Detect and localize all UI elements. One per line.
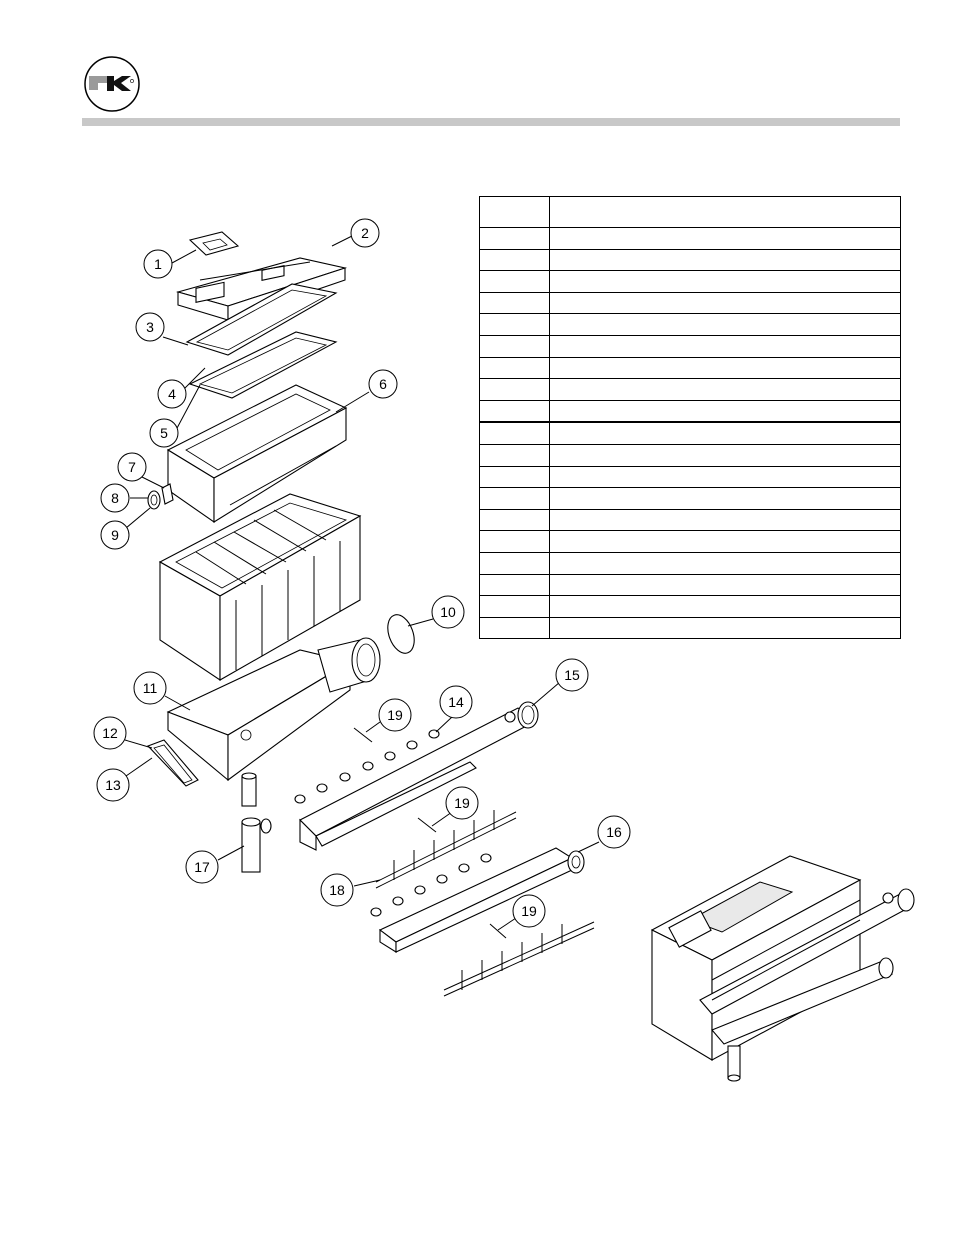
callout-19: 19 — [378, 698, 412, 732]
part-bottom-tray — [166, 637, 381, 782]
svg-text:4: 4 — [168, 386, 176, 402]
callout-1: 1 — [143, 249, 173, 279]
callout-8: 8 — [100, 483, 130, 513]
callout-6: 6 — [368, 369, 398, 399]
part-o-ring — [387, 614, 415, 654]
part-o-ring-row-lower — [370, 853, 492, 917]
part-gasket-lower — [188, 331, 338, 399]
svg-text:6: 6 — [379, 376, 387, 392]
svg-text:16: 16 — [606, 824, 622, 840]
part-o-ring-row — [294, 729, 440, 804]
svg-text:15: 15 — [564, 667, 580, 683]
callout-10: 10 — [431, 595, 465, 629]
svg-text:19: 19 — [521, 903, 537, 919]
part-upper-manifold — [299, 701, 539, 851]
part-bracket-rail-lower — [443, 921, 595, 997]
callout-3: 3 — [135, 312, 165, 342]
callout-14: 14 — [439, 685, 473, 719]
svg-text:19: 19 — [387, 707, 403, 723]
callout-11: 11 — [133, 671, 167, 705]
callout-19: 19 — [512, 894, 546, 928]
company-logo — [84, 56, 140, 112]
callout-9: 9 — [100, 520, 130, 550]
callout-7: 7 — [117, 452, 147, 482]
callout-17: 17 — [185, 850, 219, 884]
header-rule — [82, 118, 900, 126]
table-row — [479, 573, 901, 597]
table-row — [479, 421, 901, 445]
svg-text:12: 12 — [102, 725, 118, 741]
callout-18: 18 — [320, 873, 354, 907]
callout-13: 13 — [96, 768, 130, 802]
part-drain-pipe — [241, 772, 272, 873]
part-upper-housing — [166, 384, 348, 524]
header-cell-description — [549, 196, 901, 228]
parts-table — [479, 196, 901, 640]
part-heat-exchanger-core — [158, 493, 362, 682]
svg-text:18: 18 — [329, 882, 345, 898]
part-bracket-rail-upper — [375, 810, 517, 889]
parts-table-header — [479, 196, 901, 228]
part-side-plate — [147, 739, 199, 787]
table-row — [479, 616, 901, 640]
leader-lines — [124, 235, 600, 931]
header-cell-number — [479, 196, 550, 228]
table-row — [479, 378, 901, 401]
svg-text:10: 10 — [440, 604, 456, 620]
table-row — [479, 530, 901, 553]
callout-5: 5 — [149, 418, 179, 448]
svg-text:17: 17 — [194, 859, 210, 875]
part-top-cover — [175, 257, 348, 321]
svg-text:9: 9 — [111, 527, 119, 543]
part-fittings — [147, 483, 174, 510]
svg-text:11: 11 — [143, 680, 158, 696]
table-row — [479, 508, 901, 532]
callout-4: 4 — [157, 379, 187, 409]
table-row — [479, 595, 901, 618]
svg-text:13: 13 — [105, 777, 121, 793]
callout-2: 2 — [350, 218, 380, 248]
part-gasket-upper — [185, 283, 338, 356]
svg-text:8: 8 — [111, 490, 119, 506]
callout-16: 16 — [597, 815, 631, 849]
callout-19: 19 — [445, 786, 479, 820]
svg-text:14: 14 — [448, 694, 464, 710]
svg-text:1: 1 — [154, 256, 162, 272]
part-flange-plate — [188, 231, 240, 256]
callout-12: 12 — [93, 716, 127, 750]
part-bolt — [353, 727, 373, 743]
svg-text:19: 19 — [454, 795, 470, 811]
part-lower-manifold — [378, 847, 585, 953]
svg-text:5: 5 — [160, 425, 168, 441]
assembled-view — [650, 855, 915, 1082]
table-row — [479, 227, 901, 250]
callout-15: 15 — [555, 658, 589, 692]
svg-text:3: 3 — [146, 319, 154, 335]
svg-text:2: 2 — [361, 225, 369, 241]
svg-text:7: 7 — [128, 459, 136, 475]
